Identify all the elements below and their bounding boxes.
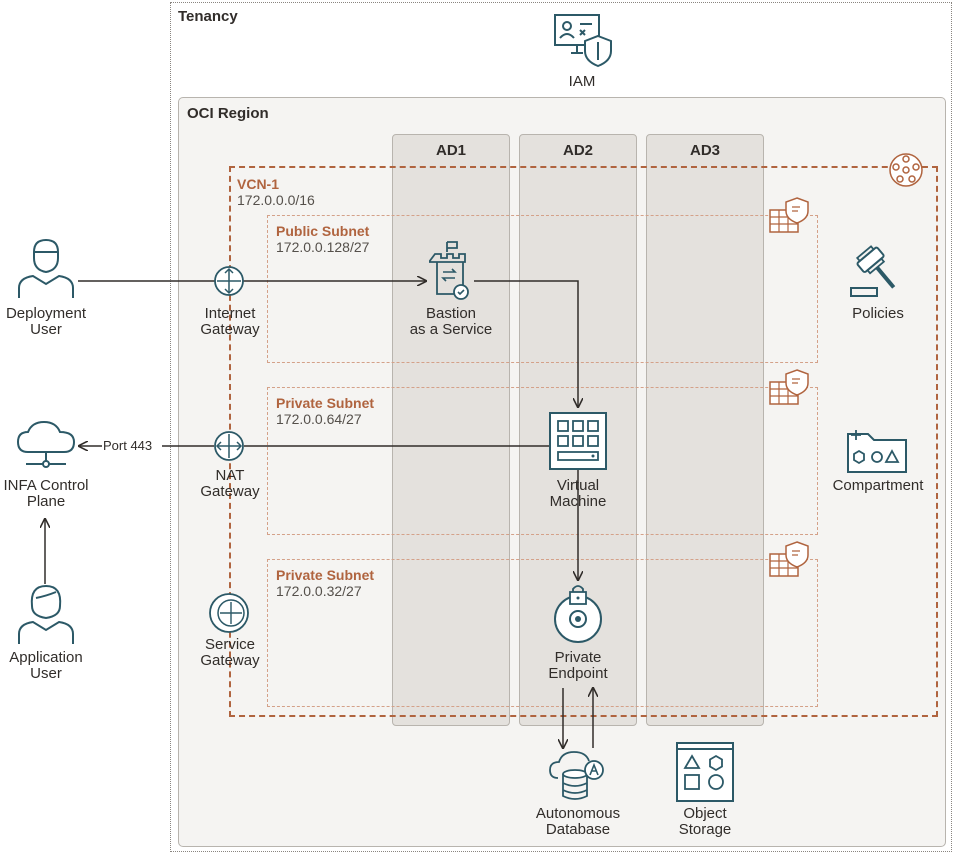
- virtual-machine-icon: [549, 412, 607, 470]
- internet-gateway-label: Internet Gateway: [180, 306, 280, 338]
- deployment-user-icon: [18, 238, 74, 298]
- service-gateway-icon: [209, 593, 249, 633]
- internet-gateway-line2: Gateway: [200, 321, 260, 338]
- policies-label: Policies: [852, 305, 904, 322]
- nat-gateway-line1: NAT: [215, 467, 245, 484]
- security-list-icon: [769, 541, 809, 577]
- autonomous-database-icon: [549, 751, 604, 800]
- adb-line2: Database: [545, 821, 611, 838]
- vcn-title: VCN-1: [237, 176, 280, 192]
- object-storage-icon: [676, 742, 734, 802]
- private-endpoint-line1: Private: [554, 649, 602, 666]
- private-endpoint-line2: Endpoint: [548, 665, 608, 682]
- private-subnet-db-title: Private Subnet: [276, 567, 375, 583]
- application-user-line1: Application: [9, 649, 83, 666]
- private-subnet-app: [267, 387, 818, 535]
- vm-line1: Virtual: [556, 477, 600, 494]
- availability-domain-3: [646, 134, 764, 726]
- public-subnet-cidr: 172.0.0.128/27: [276, 239, 370, 255]
- ad3-label: AD3: [689, 142, 720, 159]
- object-storage-line1: Object: [683, 805, 727, 822]
- private-subnet-db-cidr: 172.0.0.32/27: [276, 583, 362, 599]
- public-subnet-title: Public Subnet: [276, 223, 370, 239]
- nat-gateway-label: NAT Gateway: [180, 468, 280, 500]
- deployment-user-line1: Deployment: [5, 305, 87, 322]
- infa-line1: INFA Control: [3, 477, 89, 494]
- bastion-label: Bastion as a Service: [392, 306, 510, 338]
- compartment-folder-icon: [847, 430, 907, 473]
- cloud-icon: [16, 420, 76, 468]
- private-subnet-app-cidr: 172.0.0.64/27: [276, 411, 362, 427]
- private-endpoint-label: Private Endpoint: [519, 650, 637, 682]
- internet-gateway-line1: Internet: [204, 305, 256, 322]
- availability-domain-1: [392, 134, 510, 726]
- security-list-icon: [769, 369, 809, 405]
- infa-line2: Plane: [26, 493, 66, 510]
- bastion-to-vm-line: [474, 280, 578, 407]
- autonomous-database-label: Autonomous Database: [519, 806, 637, 838]
- gavel-icon: [850, 245, 896, 297]
- port-label: Port 443: [103, 438, 153, 453]
- application-user-label: Application User: [0, 650, 92, 682]
- bastion-icon: [429, 241, 469, 300]
- deployment-user-line2: User: [30, 321, 62, 338]
- service-gateway-line1: Service: [204, 636, 256, 653]
- vcn-cidr: 172.0.0.0/16: [237, 192, 315, 208]
- service-gateway-line2: Gateway: [200, 652, 260, 669]
- public-subnet: [267, 215, 818, 363]
- region-label: OCI Region: [187, 105, 269, 122]
- bastion-line1: Bastion: [425, 305, 477, 322]
- nat-gateway-icon: [214, 431, 244, 461]
- bastion-line2: as a Service: [409, 321, 493, 338]
- object-storage-line2: Storage: [678, 821, 732, 838]
- service-gateway-label: Service Gateway: [180, 637, 280, 669]
- ad1-label: AD1: [435, 142, 466, 159]
- private-subnet-db: [267, 559, 818, 707]
- compartment-label: Compartment: [832, 477, 924, 494]
- application-user-icon: [18, 584, 74, 644]
- security-list-icon: [769, 197, 809, 233]
- iam-label: IAM: [568, 73, 596, 90]
- nat-gateway-line2: Gateway: [200, 483, 260, 500]
- deployment-user-label: Deployment User: [0, 306, 92, 338]
- virtual-machine-label: Virtual Machine: [519, 478, 637, 510]
- vm-line2: Machine: [549, 493, 607, 510]
- infa-control-plane-label: INFA Control Plane: [0, 478, 92, 510]
- adb-line1: Autonomous: [535, 805, 621, 822]
- application-user-line2: User: [30, 665, 62, 682]
- tenancy-label: Tenancy: [178, 8, 238, 25]
- tenancy-container: [170, 2, 952, 852]
- vcn-network-icon: [889, 153, 923, 187]
- object-storage-label: Object Storage: [646, 806, 764, 838]
- ad2-label: AD2: [562, 142, 593, 159]
- iam-icon: [554, 14, 612, 68]
- internet-gateway-icon: [214, 266, 244, 296]
- private-endpoint-icon: [554, 585, 602, 643]
- private-subnet-app-title: Private Subnet: [276, 395, 375, 411]
